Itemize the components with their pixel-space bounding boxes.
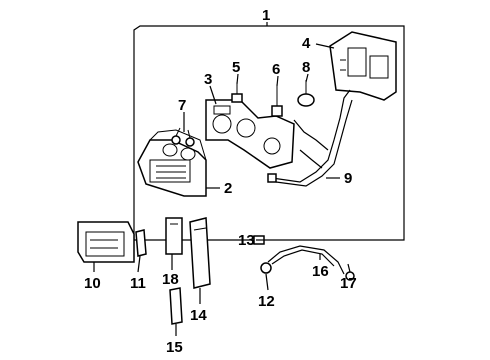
callout-13: 13 [238, 232, 255, 249]
callout-8: 8 [302, 59, 310, 76]
callout-3: 3 [204, 71, 212, 88]
callout-17: 17 [340, 275, 357, 292]
leader-lines [93, 22, 351, 336]
socket-8 [297, 80, 315, 107]
lens-15 [169, 287, 183, 325]
callout-12: 12 [258, 293, 275, 310]
callout-9: 9 [344, 170, 352, 187]
corner-lamp [77, 221, 135, 263]
socket-wire-assembly [253, 235, 355, 281]
assembly-frame [133, 25, 405, 241]
callout-11: 11 [130, 275, 146, 292]
callout-1: 1 [262, 7, 270, 24]
callout-4: 4 [302, 35, 311, 52]
callout-14: 14 [190, 307, 207, 324]
headlamp-assembly [137, 129, 207, 197]
callout-16: 16 [312, 263, 329, 280]
callout-15: 15 [166, 339, 183, 356]
mounting-bracket [205, 99, 295, 169]
callout-2: 2 [224, 180, 232, 197]
callout-18: 18 [162, 271, 179, 288]
bulb-socket-6 [271, 84, 283, 117]
callout-6: 6 [272, 61, 280, 78]
callout-7: 7 [178, 97, 186, 114]
screw-pair [171, 127, 195, 147]
bulb-socket-5 [231, 82, 243, 103]
rear-housing-panel [329, 31, 397, 101]
callout-5: 5 [232, 59, 240, 76]
marker-lamp-18 [165, 217, 183, 255]
side-marker-14 [189, 217, 211, 289]
wiring-harness [267, 89, 353, 187]
lamp-clip [135, 229, 147, 257]
callout-10: 10 [84, 275, 101, 292]
